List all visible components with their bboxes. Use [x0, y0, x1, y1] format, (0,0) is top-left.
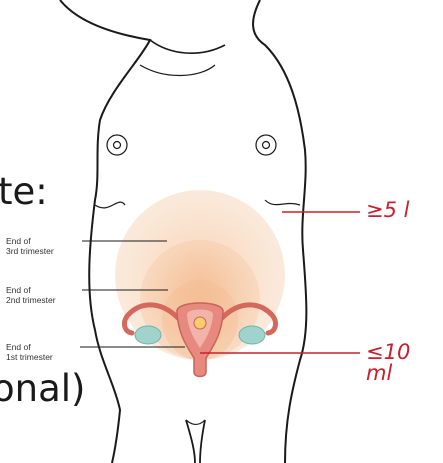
waist-crease-left [95, 202, 125, 208]
large-volume-label: ≥5 l [366, 200, 409, 221]
right-nipple [256, 135, 276, 155]
embryo [194, 317, 206, 329]
inner-leg-line [186, 420, 195, 463]
cropped-slide-text-bottom: onal) [0, 370, 85, 407]
left-ovary [135, 326, 161, 344]
left-nipple [107, 135, 127, 155]
small-volume-label: ≤10 ml [366, 342, 443, 384]
label-1st-line1: End of [6, 342, 53, 352]
label-3rd-trimester: End of 3rd trimester [6, 236, 54, 256]
collar-line [150, 40, 225, 53]
right-ovary [239, 326, 265, 344]
label-3rd-line2: 3rd trimester [6, 246, 54, 256]
chest-line [140, 65, 215, 76]
cropped-slide-text-top: te: [0, 173, 48, 210]
label-1st-trimester: End of 1st trimester [6, 342, 53, 362]
waist-crease-right [265, 200, 300, 205]
label-3rd-line1: End of [6, 236, 54, 246]
label-1st-line2: 1st trimester [6, 352, 53, 362]
label-2nd-trimester: End of 2nd trimester [6, 285, 56, 305]
crotch-line [186, 420, 205, 425]
label-2nd-line1: End of [6, 285, 56, 295]
inner-leg-line-2 [200, 420, 205, 463]
label-2nd-line2: 2nd trimester [6, 295, 56, 305]
